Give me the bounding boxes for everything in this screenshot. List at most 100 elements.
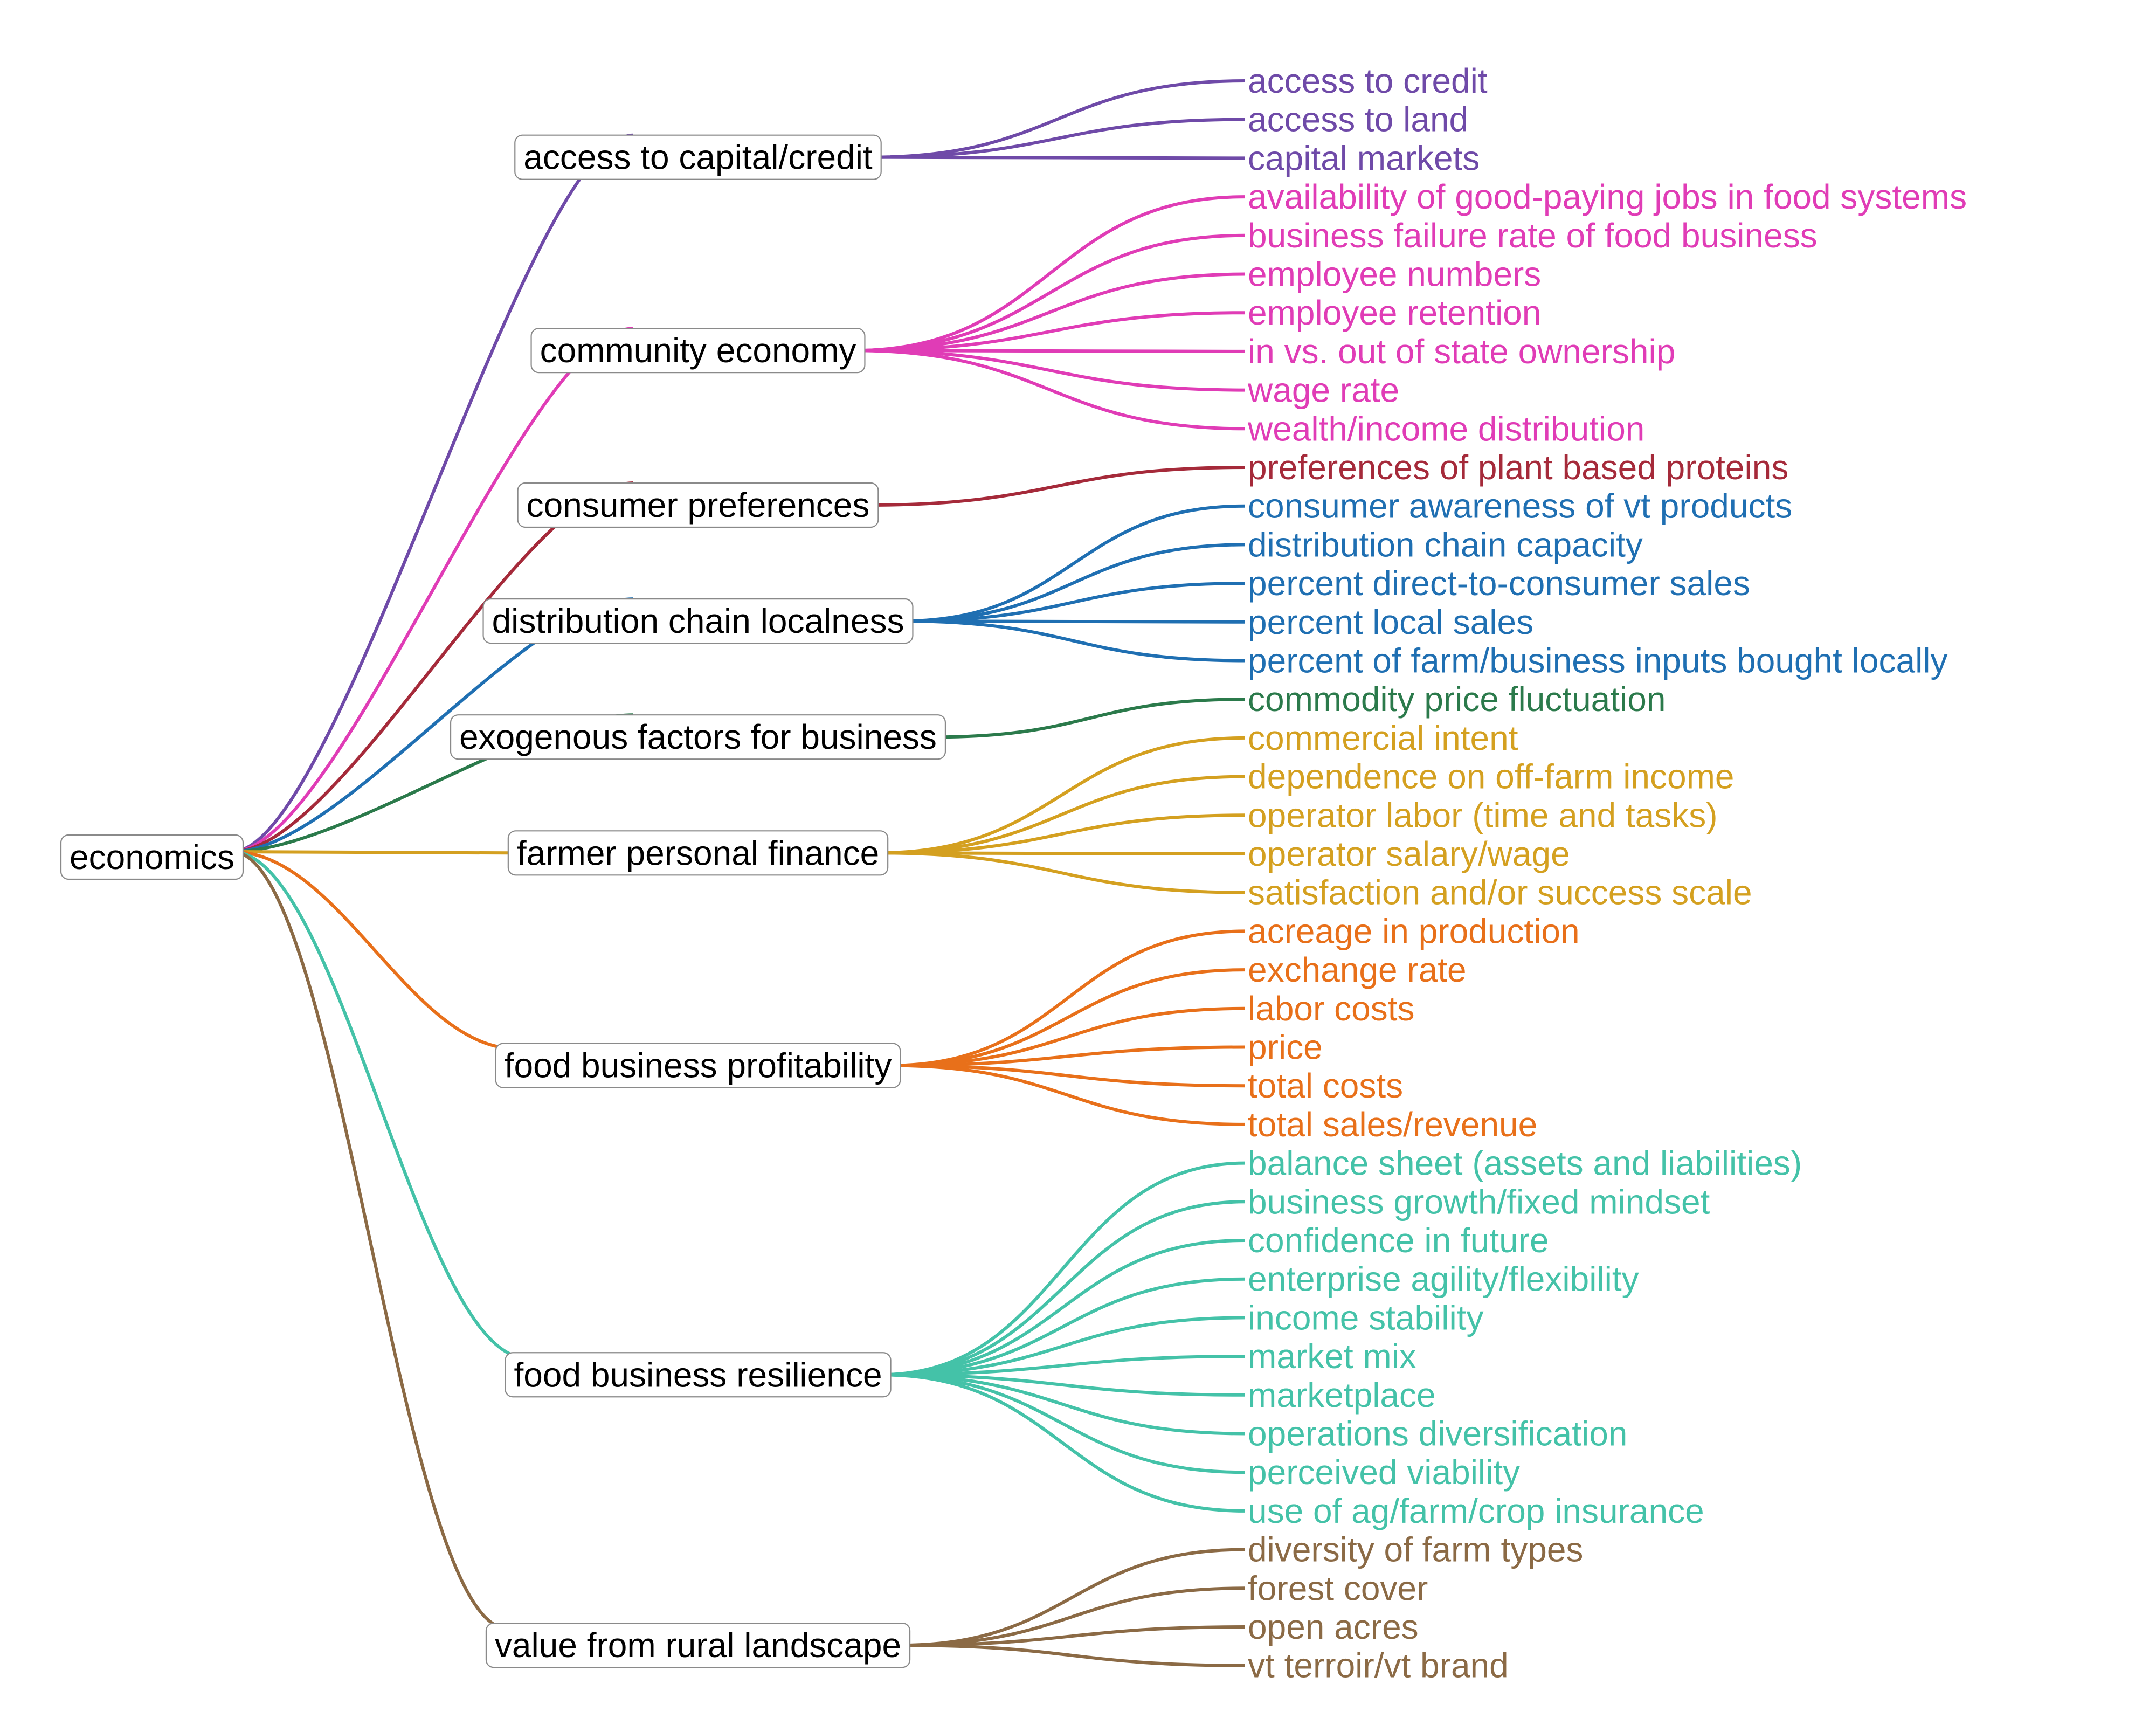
leaf-link-employee-retention [854, 311, 1246, 353]
branch-node-box-exogenous-factors-for-business [450, 714, 946, 760]
leaf-link-balance-sheet-assets-and-liabilities [880, 1161, 1246, 1377]
leaf-link-wage-rate [854, 349, 1246, 392]
leaf-label-business-failure-rate-of-food-business: business failure rate of food business [1248, 216, 1818, 255]
root-link-community-economy [232, 327, 634, 853]
leaf-link-business-failure-rate-of-food-business [854, 233, 1246, 353]
branch-node-box-distribution-chain-localness [482, 598, 914, 644]
leaf-link-exchange-rate [889, 968, 1246, 1067]
root-node-box [60, 834, 244, 880]
branch-node-label-food-business-profitability: food business profitability [505, 1046, 892, 1085]
leaf-label-preferences-of-plant-based-proteins: preferences of plant based proteins [1248, 448, 1788, 487]
branch-node-box-food-business-resilience [505, 1352, 892, 1398]
leaf-label-use-of-ag-farm-crop-insurance: use of ag/farm/crop insurance [1248, 1492, 1704, 1530]
leaf-link-operator-labor-time-and-tasks [877, 813, 1246, 855]
leaf-link-diversity-of-farm-types [899, 1548, 1246, 1647]
leaf-link-confidence-in-future [880, 1239, 1246, 1377]
leaf-label-commercial-intent: commercial intent [1248, 719, 1518, 757]
leaf-link-total-costs [889, 1064, 1246, 1088]
root-link-food-business-profitability [232, 850, 517, 1051]
leaf-link-acreage-in-production [889, 929, 1246, 1067]
leaf-link-in-vs-out-of-state-ownership [854, 349, 1246, 353]
leaf-label-wealth-income-distribution: wealth/income distribution [1247, 409, 1644, 448]
branch-node-box-consumer-preferences [517, 482, 879, 528]
leaf-link-access-to-land [870, 118, 1246, 159]
leaf-label-acreage-in-production: acreage in production [1248, 912, 1580, 950]
leaf-link-operations-diversification [880, 1373, 1246, 1436]
leaf-label-operations-diversification: operations diversification [1248, 1414, 1627, 1453]
leaf-label-diversity-of-farm-types: diversity of farm types [1248, 1530, 1583, 1569]
leaf-link-open-acres [899, 1625, 1246, 1647]
leaf-link-total-sales-revenue [889, 1064, 1246, 1126]
leaf-link-preferences-of-plant-based-proteins [867, 466, 1246, 507]
leaf-label-employee-numbers: employee numbers [1248, 255, 1541, 294]
leaf-label-commodity-price-fluctuation: commodity price fluctuation [1248, 680, 1666, 719]
leaf-link-enterprise-agility-flexibility [880, 1277, 1246, 1377]
leaf-label-capital-markets: capital markets [1248, 139, 1480, 177]
leaf-label-availability-of-good-paying-jobs-in-food-systems: availability of good-paying jobs in food… [1248, 177, 1967, 216]
leaf-link-commercial-intent [877, 736, 1246, 855]
leaf-label-perceived-viability: perceived viability [1248, 1453, 1520, 1492]
leaf-link-business-growth-fixed-mindset [880, 1200, 1246, 1377]
leaf-link-distribution-chain-capacity [902, 543, 1246, 623]
leaf-label-distribution-chain-capacity: distribution chain capacity [1248, 525, 1643, 564]
leaf-label-exchange-rate: exchange rate [1248, 950, 1467, 989]
leaf-label-consumer-awareness-of-vt-products: consumer awareness of vt products [1248, 487, 1792, 526]
leaf-link-wealth-income-distribution [854, 349, 1246, 431]
leaf-link-vt-terroir-vt-brand [899, 1644, 1246, 1667]
branch-node-box-value-from-rural-landscape [485, 1623, 911, 1668]
root-node-label: economics [70, 838, 234, 877]
leaf-label-in-vs-out-of-state-ownership: in vs. out of state ownership [1248, 332, 1675, 371]
leaf-label-dependence-on-off-farm-income: dependence on off-farm income [1248, 757, 1735, 796]
diagram-nodes: economics access to capital/credit communi… [60, 134, 946, 1668]
root-link-value-from-rural-landscape [232, 850, 508, 1631]
leaf-label-percent-of-farm-business-inputs-bought-locally: percent of farm/business inputs bought l… [1248, 641, 1948, 680]
leaf-label-confidence-in-future: confidence in future [1248, 1221, 1549, 1260]
leaf-link-perceived-viability [880, 1373, 1246, 1474]
leaf-label-satisfaction-and-or-success-scale: satisfaction and/or success scale [1248, 873, 1752, 912]
branch-node-label-access-to-capital-credit: access to capital/credit [523, 138, 873, 177]
leaf-label-market-mix: market mix [1248, 1337, 1416, 1376]
leaf-label-access-to-land: access to land [1248, 100, 1468, 139]
leaf-label-operator-salary-wage: operator salary/wage [1248, 834, 1570, 873]
leaf-label-income-stability: income stability [1248, 1298, 1484, 1337]
leaf-link-operator-salary-wage [877, 851, 1246, 855]
leaf-link-consumer-awareness-of-vt-products [902, 504, 1246, 623]
branch-node-box-farmer-personal-finance [507, 830, 889, 876]
leaf-link-availability-of-good-paying-jobs-in-food-systems [854, 195, 1246, 353]
leaf-link-access-to-credit [870, 79, 1246, 159]
leaf-label-percent-direct-to-consumer-sales: percent direct-to-consumer sales [1248, 564, 1750, 603]
leaf-label-forest-cover: forest cover [1248, 1569, 1428, 1607]
connector-lines [232, 79, 1246, 1667]
branch-node-box-community-economy [530, 328, 866, 374]
branch-node-label-exogenous-factors-for-business: exogenous factors for business [459, 717, 937, 756]
leaf-link-use-of-ag-farm-crop-insurance [880, 1373, 1246, 1513]
branch-node-box-food-business-profitability [495, 1043, 901, 1088]
leaf-link-market-mix [880, 1355, 1246, 1377]
branch-node-label-value-from-rural-landscape: value from rural landscape [495, 1626, 901, 1665]
leaf-label-total-sales-revenue: total sales/revenue [1248, 1105, 1537, 1144]
branch-node-label-distribution-chain-localness: distribution chain localness [492, 602, 904, 640]
branch-node-label-farmer-personal-finance: farmer personal finance [517, 833, 879, 872]
leaf-link-dependence-on-off-farm-income [877, 775, 1246, 855]
leaf-link-satisfaction-and-or-success-scale [877, 851, 1246, 894]
leaf-label-operator-labor-time-and-tasks: operator labor (time and tasks) [1248, 796, 1718, 834]
leaf-link-forest-cover [899, 1586, 1246, 1647]
leaf-label-marketplace: marketplace [1248, 1376, 1436, 1414]
leaf-label-access-to-credit: access to credit [1248, 61, 1488, 100]
branch-node-box-access-to-capital-credit [514, 134, 882, 180]
leaf-label-labor-costs: labor costs [1248, 989, 1414, 1028]
leaf-link-price [889, 1045, 1246, 1067]
branch-node-label-food-business-resilience: food business resilience [514, 1355, 882, 1394]
branch-node-label-community-economy: community economy [540, 331, 856, 370]
root-link-food-business-resilience [232, 850, 527, 1360]
leaf-label-employee-retention: employee retention [1248, 293, 1541, 332]
leaf-label-price: price [1248, 1028, 1323, 1067]
leaf-label-total-costs: total costs [1248, 1066, 1403, 1105]
leaf-label-enterprise-agility-flexibility: enterprise agility/flexibility [1248, 1260, 1639, 1299]
root-link-farmer-personal-finance [232, 850, 508, 855]
leaf-label-vt-terroir-vt-brand: vt terroir/vt brand [1248, 1646, 1509, 1685]
leaf-label-business-growth-fixed-mindset: business growth/fixed mindset [1248, 1182, 1710, 1221]
leaf-label-balance-sheet-assets-and-liabilities: balance sheet (assets and liabilities) [1248, 1144, 1802, 1183]
